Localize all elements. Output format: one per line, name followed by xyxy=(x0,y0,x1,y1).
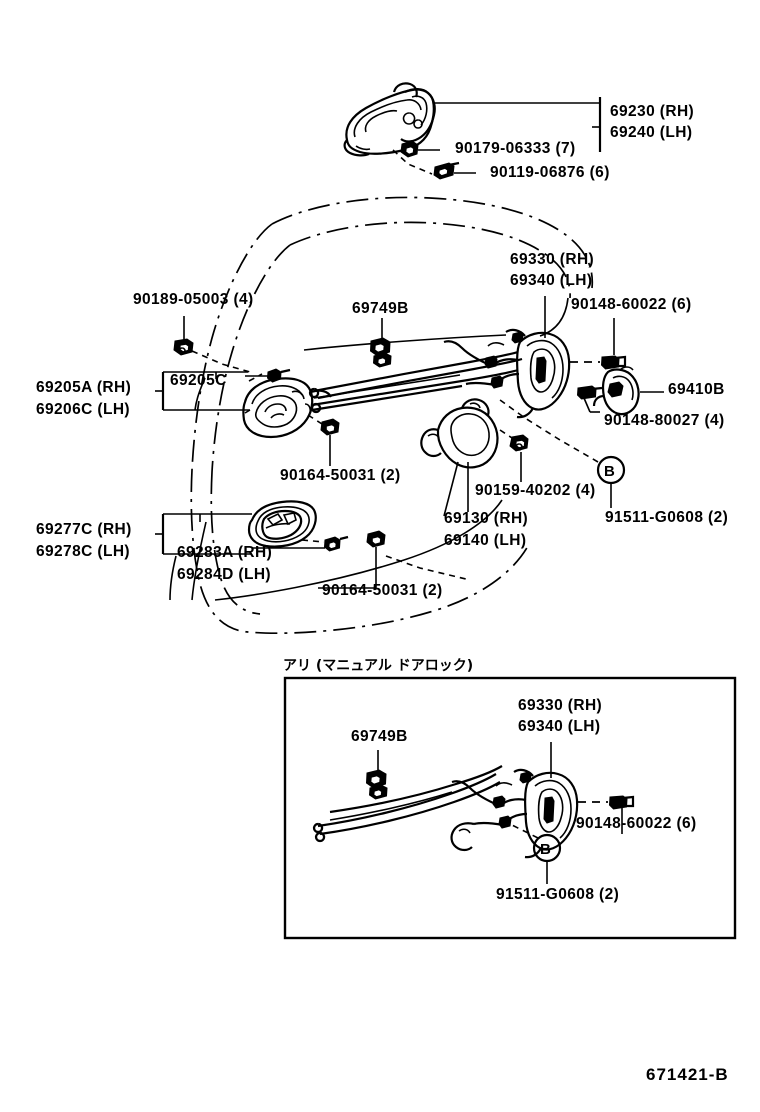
assembly-dashes-grommet xyxy=(191,350,251,373)
label-69340-lh: 69340 (LH) xyxy=(510,272,593,289)
grommet-90189-part xyxy=(173,338,194,356)
label-69230-rh: 69230 (RH) xyxy=(610,103,695,120)
bolt-90148-80027-part xyxy=(576,385,603,400)
inset-label-69330-rh: 69330 (RH) xyxy=(518,697,603,714)
inset-screw-90148-60022-part xyxy=(608,795,635,810)
screw-90148-60022-part xyxy=(600,355,627,370)
inset-dashes-grommet-b xyxy=(509,823,539,839)
label-91511-g0608: 91511-G0608 (2) xyxy=(605,509,729,526)
inset-box xyxy=(283,676,737,940)
label-69410b: 69410B xyxy=(668,381,725,398)
control-rods xyxy=(308,350,523,414)
clip-90159-part xyxy=(509,434,529,452)
label-69205c: 69205C xyxy=(170,372,227,389)
inset-label-91511-g0608: 91511-G0608 (2) xyxy=(496,886,620,903)
inset-label-69340-lh: 69340 (LH) xyxy=(518,718,601,735)
label-69749b: 69749B xyxy=(352,300,409,317)
inside-handle-bezel-part xyxy=(247,500,317,548)
screw-90179-part xyxy=(400,140,419,158)
door-outline xyxy=(190,196,594,635)
screw-90164-upper-part xyxy=(320,418,340,436)
inset-label-90148-60022: 90148-60022 (6) xyxy=(576,815,697,832)
inset-door-lock-assembly-part xyxy=(450,768,579,859)
assembly-dashes-handle xyxy=(392,149,433,175)
label-69140-lh: 69140 (LH) xyxy=(444,532,527,549)
label-69283a-rh: 69283A (RH) xyxy=(177,544,273,561)
label-90159-40202: 90159-40202 (4) xyxy=(475,482,596,499)
outside-handle-frame-part xyxy=(242,377,332,439)
label-69278c-lh: 69278C (LH) xyxy=(36,543,130,560)
screw-90164-lower-part xyxy=(366,530,386,548)
label-90179-06333: 90179-06333 (7) xyxy=(455,140,576,157)
label-69130-rh: 69130 (RH) xyxy=(444,510,529,527)
label-69277c-rh: 69277C (RH) xyxy=(36,521,132,538)
leader-90148-80027 xyxy=(583,397,591,413)
door-lock-assembly-part xyxy=(443,328,571,419)
diagram-number: 671421-B xyxy=(646,1065,729,1084)
assembly-dashes-grommet-b xyxy=(499,399,599,463)
label-90119-06876: 90119-06876 (6) xyxy=(490,164,610,181)
inset-control-rods xyxy=(312,765,503,843)
door-striker-69410b-part xyxy=(592,366,640,416)
clip-bezel-part xyxy=(323,535,349,552)
outside-door-handle-part xyxy=(343,82,436,157)
inset-caption: アリ (マニュアル ドアロック) xyxy=(283,658,474,674)
label-69240-lh: 69240 (LH) xyxy=(610,124,693,141)
label-90164-50031-lower: 90164-50031 (2) xyxy=(322,582,443,599)
inset-label-69749b: 69749B xyxy=(351,728,408,745)
grommet-b-letter: B xyxy=(604,463,616,480)
label-90189-05003: 90189-05003 (4) xyxy=(133,291,254,308)
label-69284d-lh: 69284D (LH) xyxy=(177,566,271,583)
label-69205a-rh: 69205A (RH) xyxy=(36,379,132,396)
inset-cable-clamp-part xyxy=(365,769,388,800)
label-69206c-lh: 69206C (LH) xyxy=(36,401,130,418)
inset-grommet-b-letter: B xyxy=(540,841,552,858)
bolt-90119-part xyxy=(433,161,460,180)
label-90148-80027: 90148-80027 (4) xyxy=(604,412,725,429)
cable-clamp-69749b-part xyxy=(369,337,392,368)
label-90164-50031-upper: 90164-50031 (2) xyxy=(280,467,401,484)
label-90148-60022: 90148-60022 (6) xyxy=(571,296,692,313)
label-69330-rh: 69330 (RH) xyxy=(510,251,595,268)
inside-door-handle-part xyxy=(420,398,499,469)
